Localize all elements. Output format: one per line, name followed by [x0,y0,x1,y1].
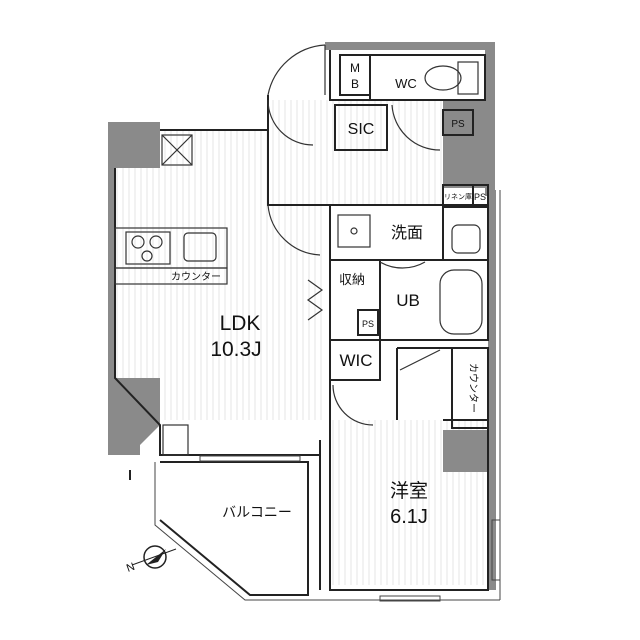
linen-label: リネン庫 [444,192,472,201]
fixtures [114,61,483,456]
wic-label: WIC [339,351,372,370]
mb-label-b: B [351,77,359,91]
ldk-size: 10.3J [210,338,261,361]
wc-label: WC [395,76,417,91]
balcony-label: バルコニー [222,505,292,521]
kitchen-counter-label: カウンター [171,271,221,283]
walls [114,50,489,596]
outer-frame [154,190,501,602]
ps-small-label: PS [362,319,374,329]
structural-walls [108,42,496,590]
western-room-label: 洋室 [390,480,428,502]
door-swings [267,44,441,426]
ub-label: UB [396,291,420,310]
washroom-label: 洗面 [391,223,423,242]
compass-north-label: N [125,561,137,575]
western-room-size: 6.1J [390,506,428,528]
floor-areas [115,100,490,585]
compass-icon [131,545,177,569]
mb-label-m: M [350,61,360,75]
sic-label: SIC [348,121,375,138]
ps-top-label: PS [451,119,465,130]
ldk-label: LDK [220,312,261,335]
storage-label: 収納 [339,273,365,288]
room-counter-label: カウンター [467,363,479,413]
ps-linen-label: PS [474,192,486,202]
